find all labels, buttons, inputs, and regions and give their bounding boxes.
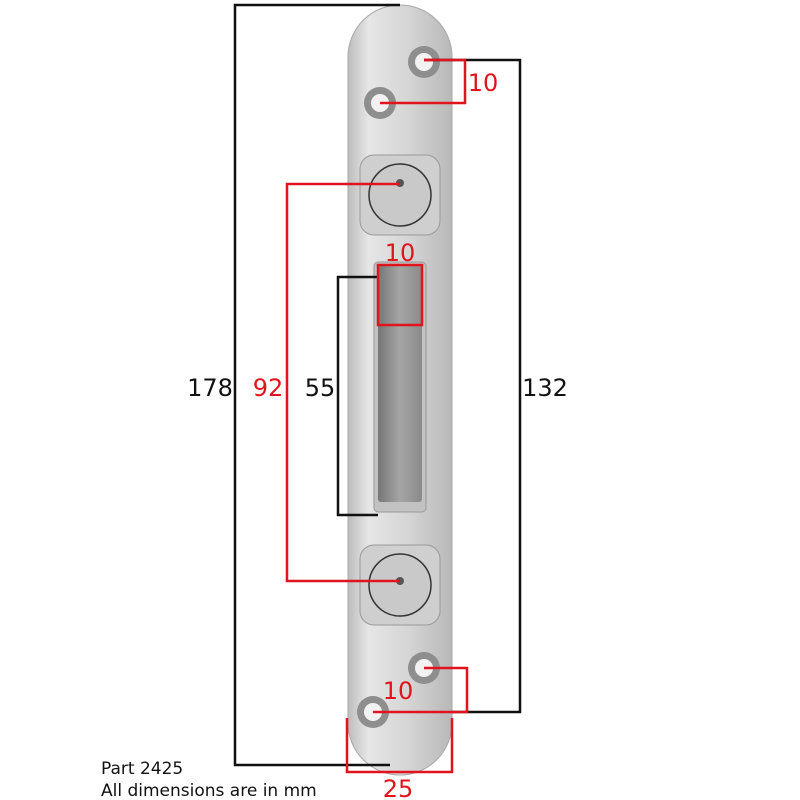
label-slot-length: 55 [305,374,336,402]
dim-line-top-offset [380,58,467,105]
dim-line-slot-width [376,263,424,327]
label-screw-distance: 92 [253,374,284,402]
label-overall-length: 178 [187,374,233,402]
dim-line-hole-span [424,58,522,714]
black-dimension-lines [233,3,522,767]
strike-plate [347,4,453,776]
red-dimension-lines [285,58,469,774]
adjuster-bottom [359,544,441,626]
label-hole-span: 132 [522,374,568,402]
label-bottom-offset: 10 [383,677,414,705]
label-plate-width: 25 [383,775,414,800]
units-note: All dimensions are in mm [101,781,317,800]
dim-line-bottom-offset [373,666,469,714]
screw-hole-top-right [408,46,440,78]
dim-line-overall-length [233,3,400,767]
label-top-offset: 10 [468,69,499,97]
dim-line-slot-length [336,275,378,517]
latch-slot [373,261,427,513]
dim-line-plate-width [345,718,454,774]
part-number: Part 2425 [101,759,183,779]
adjuster-top [359,154,441,236]
label-slot-width: 10 [385,239,416,267]
dim-line-screw-distance [285,182,400,583]
